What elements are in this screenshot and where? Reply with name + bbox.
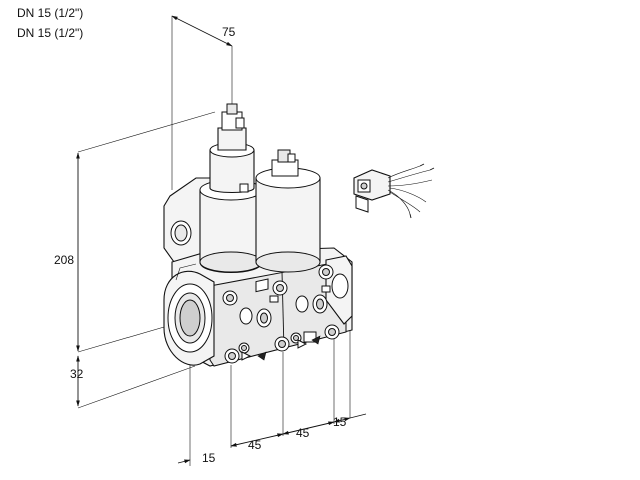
dim-bottom-offset-left-label: 15: [202, 451, 216, 465]
front-screws: [222, 264, 340, 364]
dim-spacing-b-label: 45: [296, 426, 310, 440]
dim-bottom-offset-right-label: 15: [333, 415, 347, 429]
dimension-top-width: 75: [171, 15, 236, 190]
plug-connector: [353, 163, 435, 219]
solenoid-coil-right: [255, 149, 321, 273]
dimension-base: 32: [70, 355, 196, 409]
solenoid-coil-left: [199, 103, 263, 274]
dim-spacing-a-label: 45: [248, 438, 262, 452]
dim-top-width-label: 75: [222, 25, 236, 39]
test-ports: [239, 278, 331, 361]
header-line-2: DN 15 (1/2"): [17, 26, 84, 40]
dim-base-label: 32: [70, 367, 84, 381]
header-line-1: DN 15 (1/2"): [17, 6, 84, 20]
dim-height-label: 208: [54, 253, 74, 267]
dimension-bottom: 15 45 45 15: [177, 270, 367, 466]
valve-assembly: [163, 103, 353, 367]
